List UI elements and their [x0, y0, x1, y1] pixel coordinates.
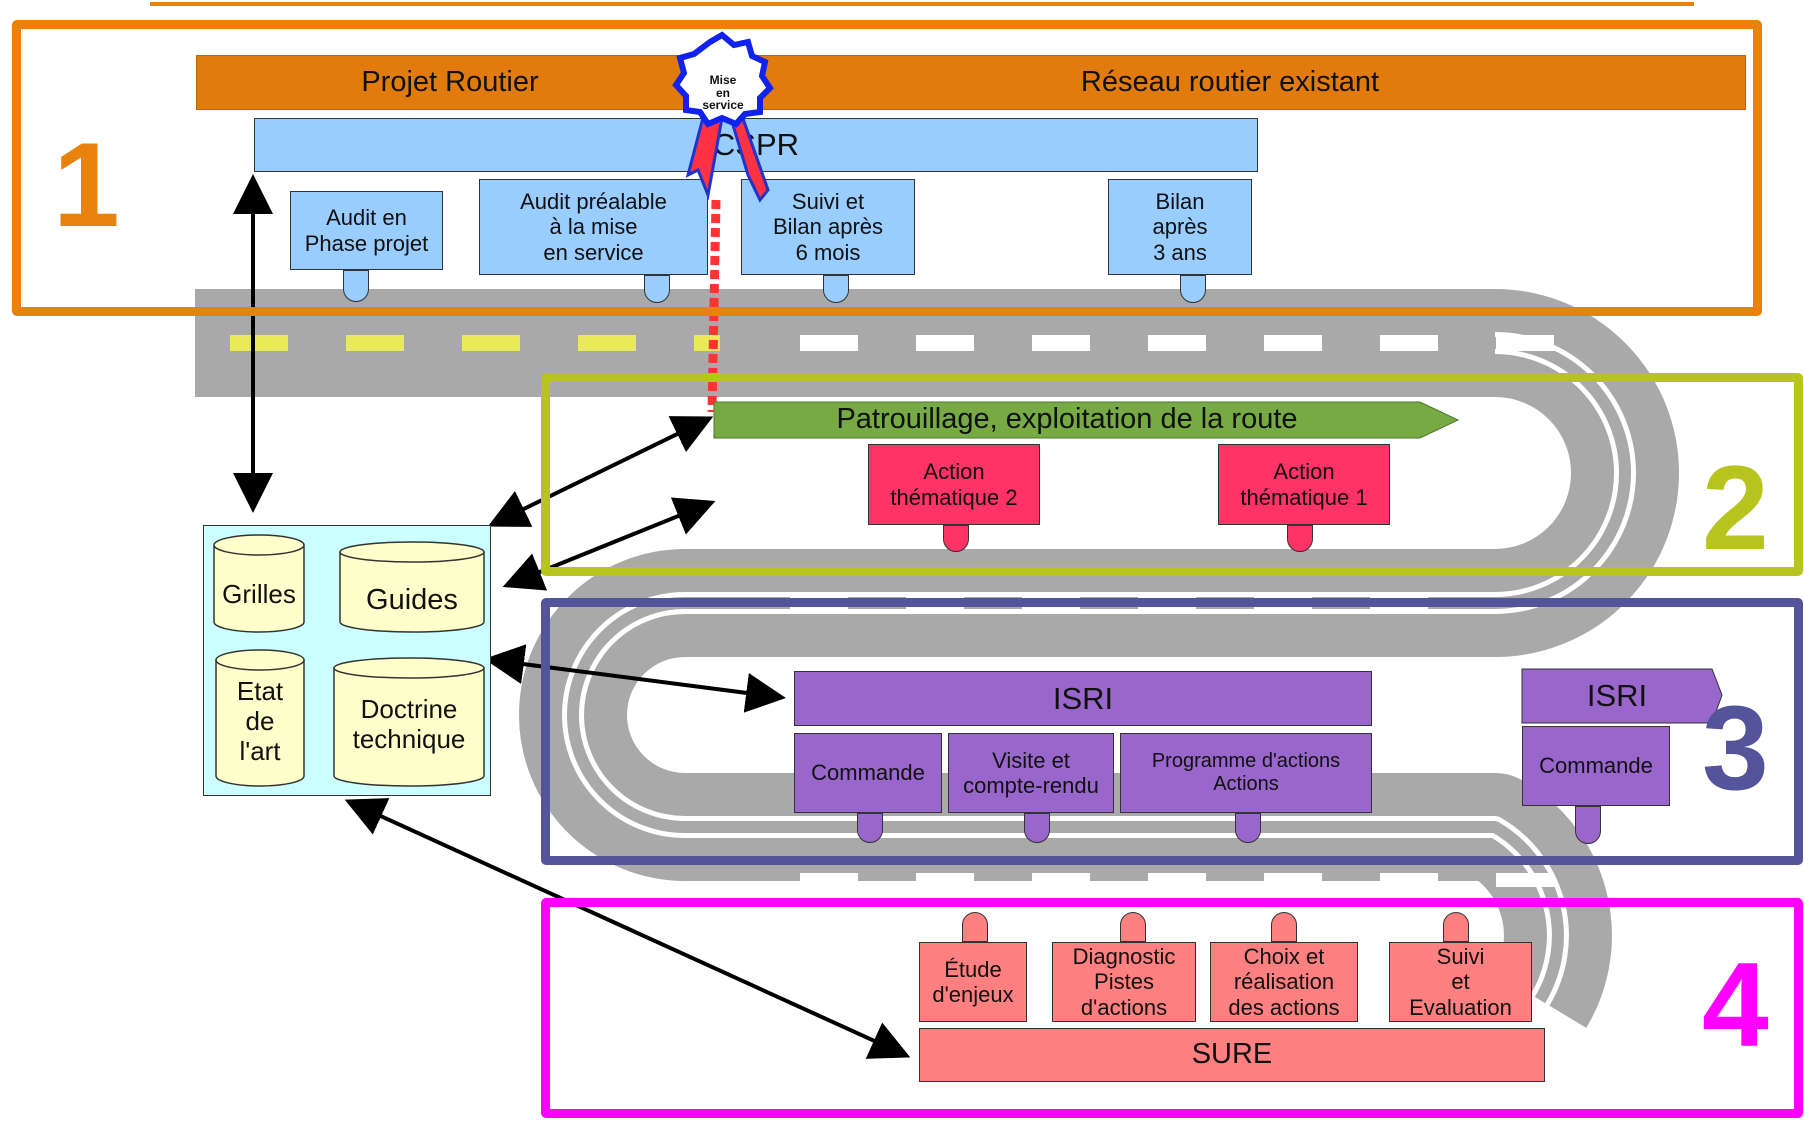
tab-connector [1271, 912, 1297, 942]
header-band [196, 55, 1746, 110]
section-3-frame [541, 598, 1803, 865]
suivi-evaluation-box: Suivi et Evaluation [1389, 942, 1532, 1022]
audit-prealable-box: Audit préalable à la mise en service [479, 179, 708, 275]
tab-connector [1287, 525, 1313, 552]
isri-main-bar: ISRI [794, 671, 1372, 726]
commande-box: Commande [794, 733, 942, 813]
tab-connector [943, 525, 969, 552]
section-3-number: 3 [1702, 681, 1769, 815]
mise-en-service-label: Mise en service [702, 73, 744, 113]
suivi-bilan-6mois-box: Suivi et Bilan après 6 mois [741, 179, 915, 275]
choix-realisation-box: Choix et réalisation des actions [1210, 942, 1358, 1022]
diagnostic-box: Diagnostic Pistes d'actions [1052, 942, 1196, 1022]
bilan-3ans-box: Bilan après 3 ans [1108, 179, 1252, 275]
programme-actions-box: Programme d'actions Actions [1120, 733, 1372, 813]
tab-connector [343, 270, 369, 302]
action-thematique-2-box: Action thématique 2 [868, 444, 1040, 525]
tab-connector [1575, 806, 1601, 844]
visite-compte-rendu-box: Visite et compte-rendu [948, 733, 1114, 813]
top-rule [150, 2, 1694, 6]
tab-connector [1024, 813, 1050, 843]
header-left-label: Projet Routier [361, 65, 539, 98]
arrow-sure-resources [344, 798, 911, 1059]
grilles-label: Grilles [222, 579, 296, 610]
arrow-isri-resources [484, 644, 786, 713]
action-thematique-1-box: Action thématique 1 [1218, 444, 1390, 525]
etat-art-label: Etat de l'art [236, 676, 284, 766]
section-4-frame [541, 898, 1803, 1118]
header-right-label: Réseau routier existant [1080, 65, 1380, 98]
section-2-frame [541, 373, 1803, 576]
tab-connector [857, 813, 883, 843]
tab-connector [1235, 813, 1261, 843]
patrol-label: Patrouillage, exploitation de la route [836, 403, 1298, 436]
tab-connector [1443, 912, 1469, 942]
tab-connector [644, 275, 670, 303]
commande-right-box: Commande [1522, 726, 1670, 806]
section-4-number: 4 [1702, 938, 1769, 1072]
etude-enjeux-box: Étude d'enjeux [919, 942, 1027, 1022]
section-1-number: 1 [53, 118, 120, 252]
isri-right-label: ISRI [1586, 678, 1648, 714]
tab-connector [962, 912, 988, 942]
tab-connector [1180, 275, 1206, 303]
audit-phase-projet-box: Audit en Phase projet [290, 191, 443, 270]
guides-label: Guides [366, 584, 458, 617]
doctrine-technique-label: Doctrine technique [352, 694, 466, 754]
section-1-frame [12, 20, 1762, 316]
tab-connector [1120, 912, 1146, 942]
tab-connector [823, 275, 849, 303]
section-2-number: 2 [1702, 441, 1769, 575]
sure-bar: SURE [919, 1028, 1545, 1082]
